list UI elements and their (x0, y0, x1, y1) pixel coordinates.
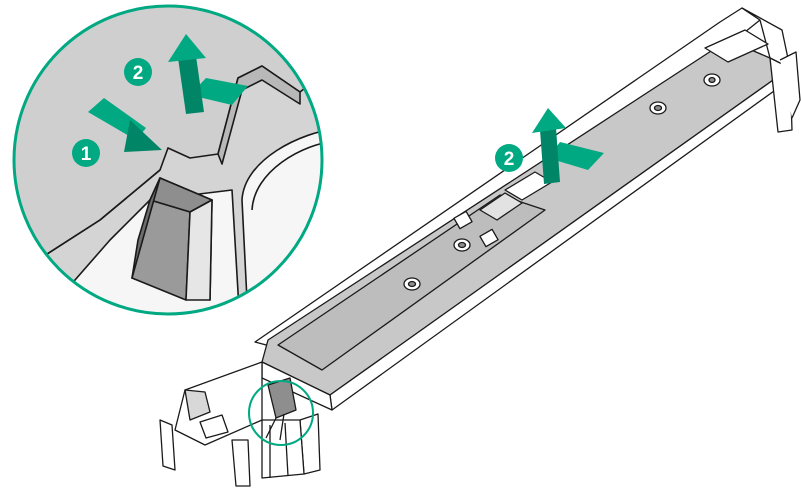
cage-left-leg-2 (231, 439, 251, 487)
press-arrow-icon (88, 98, 162, 152)
detail-step-1-label: 1 (81, 144, 92, 165)
screw-hole-3 (403, 277, 421, 291)
cage-tab-a (453, 210, 473, 230)
detail-step-1-callout: 1 (72, 139, 100, 167)
screw-hole-1 (649, 101, 667, 115)
detail-lift-and-slide-arrow-icon (168, 34, 248, 114)
detail-magnifier (12, 4, 324, 316)
detail-step-2-callout: 2 (124, 58, 152, 86)
main-step-2-label: 2 (504, 149, 515, 170)
cage-tab-b (479, 228, 499, 248)
main-step-2-callout: 2 (495, 144, 523, 172)
detail-magnifier-circle (12, 4, 324, 316)
cage-right-slot (704, 29, 769, 63)
screw-hole-2 (453, 238, 471, 252)
cage-left-end (174, 361, 263, 446)
air-baffle-cage (159, 7, 801, 487)
detail-step-2-label: 2 (133, 63, 144, 84)
latch-highlight-circle (248, 380, 314, 446)
cage-left-leg-1 (159, 419, 176, 471)
screw-hole-4 (703, 73, 721, 87)
cage-front-wall (329, 67, 793, 411)
lift-and-slide-arrow-icon (532, 108, 604, 184)
